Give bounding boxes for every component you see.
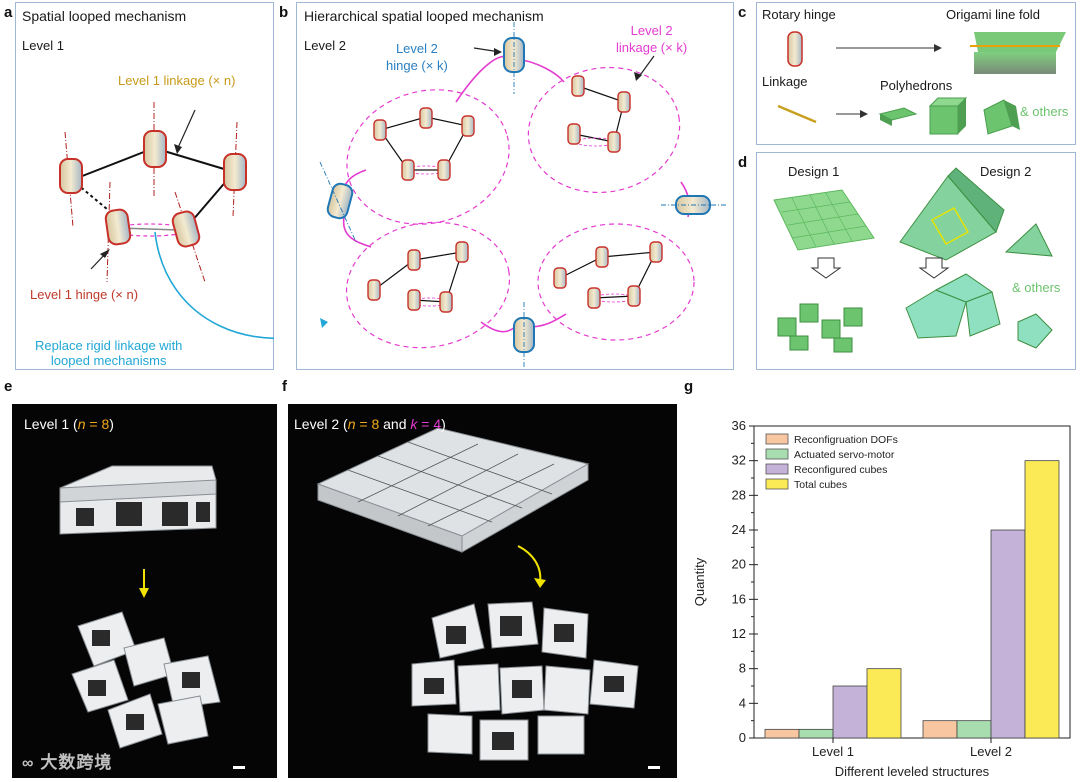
y-tick-label-3: 12 xyxy=(732,626,746,641)
linkage-icon xyxy=(777,104,817,124)
panel-a-mechanism-diagram xyxy=(59,102,274,339)
panel-letter-b: b xyxy=(279,4,289,21)
y-axis-label: Quantity xyxy=(692,557,707,606)
level1-caption: Level 1 (n = 8) xyxy=(24,416,114,432)
level1-hinge-label: Level 1 hinge (× n) xyxy=(30,287,139,302)
level2-hinge-label-line2: hinge (× k) xyxy=(386,58,448,73)
panel-b-title: Hierarchical spatial looped mechanism xyxy=(304,8,544,24)
level1-scale-bar xyxy=(233,766,245,769)
level1-robot-illustration xyxy=(59,465,221,749)
level2-linkage-label: Level 2 linkage (× k) xyxy=(616,22,687,56)
level2-k-var: k xyxy=(410,416,418,432)
legend-label-3: Total cubes xyxy=(794,479,847,491)
panel-letter-a: a xyxy=(4,4,13,21)
x-tick-label-1: Level 2 xyxy=(970,744,1012,759)
x-tick-label-0: Level 1 xyxy=(812,744,854,759)
panel-a-level: Level 1 xyxy=(22,38,64,53)
bar-0-1 xyxy=(798,728,834,739)
panel-letter-c: c xyxy=(738,4,747,21)
level1-n-var: n xyxy=(77,416,86,432)
replace-note-line2: looped mechanisms xyxy=(50,353,167,368)
y-tick-label-7: 28 xyxy=(732,487,746,502)
polyhedrons-label: Polyhedrons xyxy=(880,78,953,93)
level2-n-var: n xyxy=(347,416,356,432)
level2-hinge-label: Level 2 hinge (× k) xyxy=(386,40,448,74)
panel-letter-f: f xyxy=(282,378,287,395)
panel-b-level: Level 2 xyxy=(304,38,346,53)
design1-label: Design 1 xyxy=(788,164,840,179)
level2-n-eq: = 8 xyxy=(355,416,380,432)
legend-swatch-0 xyxy=(765,433,789,445)
x-axis-label: Different leveled structures xyxy=(835,764,990,779)
y-tick-label-2: 8 xyxy=(739,661,746,676)
panel-letter-e: e xyxy=(4,378,13,395)
panel-c-others: & others xyxy=(1020,104,1069,119)
rotary-hinge-label: Rotary hinge xyxy=(762,7,836,22)
bar-1-1 xyxy=(956,720,992,739)
level2-k-eq: = 4 xyxy=(417,416,442,432)
panel-d-diagram xyxy=(773,167,1053,353)
legend-label-0: Reconfigruation DOFs xyxy=(794,434,898,446)
level2-photo xyxy=(288,404,677,778)
bar-1-2 xyxy=(990,529,1026,739)
y-tick-label-9: 36 xyxy=(732,418,746,433)
legend-swatch-3 xyxy=(765,478,789,490)
level1-caption-suffix: ) xyxy=(109,416,114,432)
level1-caption-prefix: Level 1 ( xyxy=(24,416,78,432)
y-tick-label-6: 24 xyxy=(732,522,746,537)
y-tick-label-0: 0 xyxy=(739,730,746,745)
y-tick-label-8: 32 xyxy=(732,453,746,468)
y-tick-label-1: 4 xyxy=(739,695,746,710)
panel-b-hierarchical-diagram xyxy=(319,22,728,367)
watermark-text: 大数跨境 xyxy=(40,753,113,772)
level2-linkage-label-line2: linkage (× k) xyxy=(616,40,688,55)
panel-c-diagram xyxy=(777,31,1066,135)
level1-linkage-label: Level 1 linkage (× n) xyxy=(118,73,236,88)
replace-note: Replace rigid linkage with looped mechan… xyxy=(35,338,182,368)
legend-swatch-1 xyxy=(765,448,789,460)
level2-caption-suffix: ) xyxy=(441,416,446,432)
y-tick-label-5: 20 xyxy=(732,557,746,572)
level2-and: and xyxy=(379,416,411,432)
linkage-label: Linkage xyxy=(762,74,808,89)
watermark: ∞ 大数跨境 xyxy=(22,748,112,773)
legend-label-1: Actuated servo-motor xyxy=(794,449,895,461)
legend-swatch-2 xyxy=(765,463,789,475)
design2-label: Design 2 xyxy=(980,164,1032,179)
level2-caption: Level 2 (n = 8 and k = 4) xyxy=(294,416,446,432)
panel-letter-d: d xyxy=(738,154,748,171)
level2-linkage-label-line1: Level 2 xyxy=(630,23,673,38)
level1-n-eq: = 8 xyxy=(85,416,110,432)
panel-a-title: Spatial looped mechanism xyxy=(22,8,187,24)
rotary-hinge-icon xyxy=(787,31,803,67)
bar-1-3 xyxy=(1024,460,1060,739)
replace-note-line1: Replace rigid linkage with xyxy=(35,338,183,353)
bar-0-0 xyxy=(764,728,800,739)
bar-1-0 xyxy=(922,720,958,739)
level2-caption-prefix: Level 2 ( xyxy=(294,416,348,432)
level1-photo xyxy=(12,404,277,778)
bar-0-2 xyxy=(832,685,868,739)
watermark-logo-icon: ∞ xyxy=(22,755,35,772)
y-tick-label-4: 16 xyxy=(732,591,746,606)
origami-fold-label: Origami line fold xyxy=(946,7,1040,22)
level2-scale-bar xyxy=(648,766,660,769)
panel-letter-g: g xyxy=(684,378,694,395)
level2-robot-illustration xyxy=(316,427,639,761)
legend-label-2: Reconfigured cubes xyxy=(794,464,887,476)
panel-d-others: & others xyxy=(1012,280,1061,295)
level2-hinge-label-line1: Level 2 xyxy=(395,41,438,56)
bar-0-3 xyxy=(866,668,902,739)
